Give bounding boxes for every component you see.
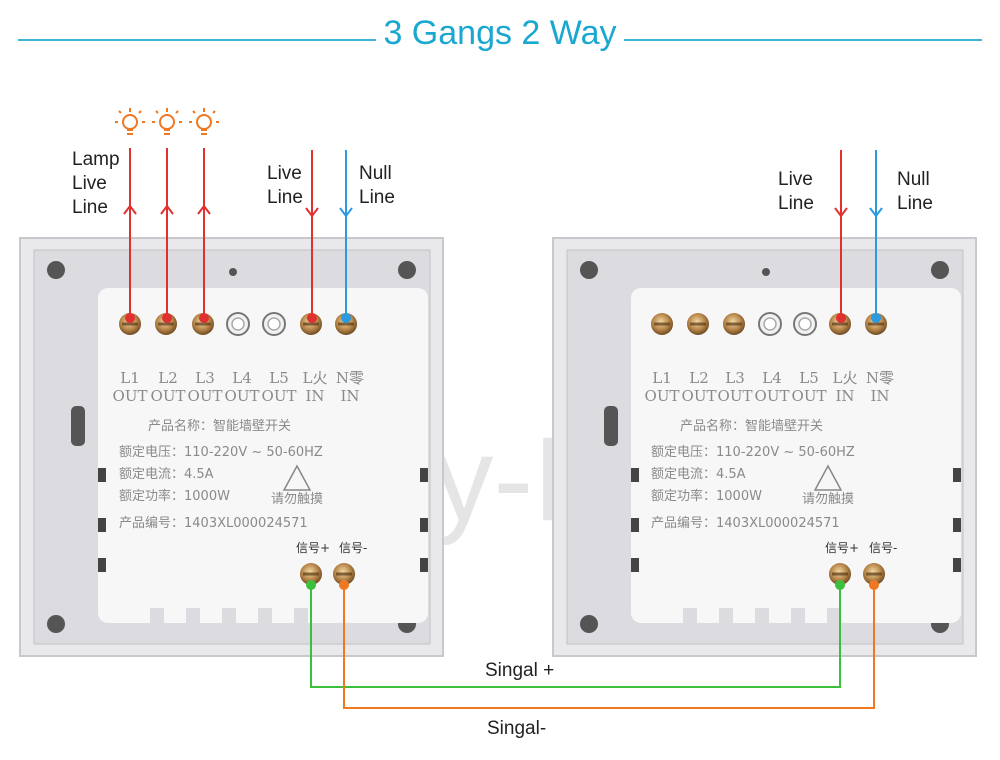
- signal-minus-label: Singal-: [487, 718, 546, 739]
- page-title: 3 Gangs 2 Way: [383, 14, 617, 52]
- signal-plus-label: Singal +: [485, 660, 554, 681]
- lamp-bulb-icon: [189, 108, 219, 135]
- svg-text:L3: L3: [725, 369, 745, 387]
- input-wires-right: [834, 150, 883, 316]
- warning-icon: [282, 464, 312, 491]
- lamp-line-label-1: Lamp: [72, 149, 120, 170]
- svg-text:L5: L5: [269, 369, 289, 387]
- svg-text:OUT: OUT: [645, 387, 680, 405]
- svg-text:L5: L5: [799, 369, 819, 387]
- svg-text:OUT: OUT: [262, 387, 297, 405]
- svg-text:额定电流：4.5A: 额定电流：4.5A: [119, 467, 214, 482]
- svg-text:L1: L1: [120, 369, 140, 387]
- svg-text:信号-: 信号-: [339, 541, 367, 555]
- terminal-l4-right: [758, 312, 782, 336]
- terminal-l1-right: [651, 313, 673, 335]
- input-wires-left: [305, 150, 353, 316]
- svg-text:N零: N零: [866, 369, 894, 387]
- svg-text:L3: L3: [195, 369, 215, 387]
- lamp-bulb-icon: [115, 108, 145, 135]
- svg-text:额定功率：1000W: 额定功率：1000W: [651, 488, 762, 504]
- svg-text:L2: L2: [158, 369, 178, 387]
- svg-text:额定电流：4.5A: 额定电流：4.5A: [651, 467, 746, 482]
- terminal-l2-right: [687, 313, 709, 335]
- svg-text:OUT: OUT: [188, 387, 223, 405]
- svg-text:产品编号：1403XL000024571: 产品编号：1403XL000024571: [119, 516, 308, 531]
- svg-text:OUT: OUT: [225, 387, 260, 405]
- svg-text:请勿触摸: 请勿触摸: [802, 492, 854, 507]
- svg-text:L4: L4: [762, 369, 782, 387]
- terminal-l5-left: [262, 312, 286, 336]
- lamp-line-label-3: Line: [72, 197, 108, 218]
- null-line-label-right-2: Line: [897, 193, 933, 214]
- svg-text:额定电压：110-220V ~ 50-60HZ: 额定电压：110-220V ~ 50-60HZ: [651, 445, 855, 460]
- live-line-label-right-1: Live: [778, 169, 813, 190]
- null-line-label-left-1: Null: [359, 163, 392, 184]
- svg-text:OUT: OUT: [718, 387, 753, 405]
- svg-text:L2: L2: [689, 369, 709, 387]
- svg-text:产品编号：1403XL000024571: 产品编号：1403XL000024571: [651, 516, 840, 531]
- signal-minus-wire: [343, 588, 875, 709]
- signal-wires: [310, 588, 875, 709]
- svg-text:OUT: OUT: [755, 387, 790, 405]
- plate-text-right: L1 L2 L3 L4 L5 L火 N零 OUT OUT OUT OUT OUT…: [645, 369, 898, 555]
- svg-text:信号+: 信号+: [825, 541, 859, 555]
- svg-text:L4: L4: [232, 369, 252, 387]
- svg-text:OUT: OUT: [113, 387, 148, 405]
- svg-text:L1: L1: [652, 369, 672, 387]
- svg-text:产品名称：智能墙壁开关: 产品名称：智能墙壁开关: [148, 418, 291, 434]
- live-line-label-right-2: Line: [778, 193, 814, 214]
- null-line-label-right-1: Null: [897, 169, 930, 190]
- warning-icon: [813, 464, 843, 491]
- lamp-bulb-icon: [152, 108, 182, 135]
- live-line-label-left-2: Line: [267, 187, 303, 208]
- svg-text:IN: IN: [835, 387, 854, 405]
- live-line-label-left-1: Live: [267, 163, 302, 184]
- svg-text:IN: IN: [870, 387, 889, 405]
- terminal-l3-right: [723, 313, 745, 335]
- title-rule-left: [18, 39, 376, 41]
- wire-dots: [125, 313, 881, 590]
- signal-plus-wire: [310, 588, 841, 688]
- lamp-wires: [123, 148, 211, 316]
- svg-text:L火: L火: [833, 369, 858, 387]
- svg-text:信号-: 信号-: [869, 541, 897, 555]
- svg-text:OUT: OUT: [792, 387, 827, 405]
- null-line-label-left-2: Line: [359, 187, 395, 208]
- lamp-icons: [115, 108, 219, 135]
- svg-text:OUT: OUT: [151, 387, 186, 405]
- svg-text:IN: IN: [305, 387, 324, 405]
- line-labels: Lamp Live Line Live Line Null Line Live …: [72, 149, 933, 739]
- lamp-line-label-2: Live: [72, 173, 107, 194]
- svg-text:请勿触摸: 请勿触摸: [271, 492, 323, 507]
- terminal-l4-left: [226, 312, 250, 336]
- plate-text-left: L1 L2 L3 L4 L5 L火 N零 OUT OUT OUT OUT OUT…: [113, 369, 368, 555]
- svg-text:信号+: 信号+: [296, 541, 330, 555]
- terminal-l5-right: [793, 312, 817, 336]
- svg-text:N零: N零: [336, 369, 364, 387]
- svg-text:OUT: OUT: [682, 387, 717, 405]
- svg-text:L火: L火: [303, 369, 328, 387]
- svg-text:IN: IN: [340, 387, 359, 405]
- svg-text:额定功率：1000W: 额定功率：1000W: [119, 488, 230, 504]
- svg-text:额定电压：110-220V ~ 50-60HZ: 额定电压：110-220V ~ 50-60HZ: [119, 445, 323, 460]
- title-rule-right: [624, 39, 982, 41]
- svg-text:产品名称：智能墙壁开关: 产品名称：智能墙壁开关: [680, 418, 823, 434]
